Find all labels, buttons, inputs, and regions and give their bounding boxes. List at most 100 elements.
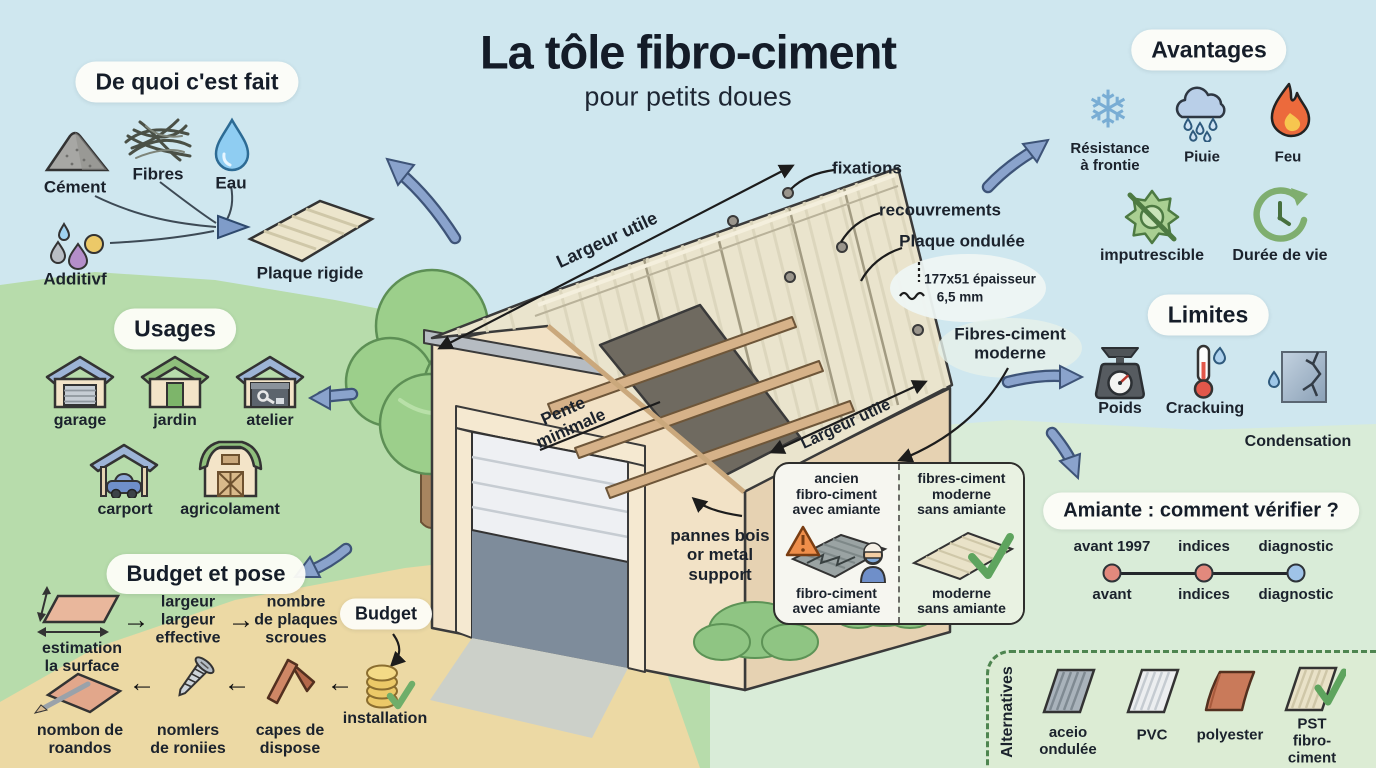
arrow-up-left: [385, 157, 416, 187]
count-step-label: nombre de plaques scroues: [254, 593, 338, 648]
overlaps-leader: [840, 211, 881, 243]
support-leader: [691, 496, 743, 518]
page-title: La tôle fibro-ciment: [479, 25, 897, 79]
rot-label: imputrescible: [1099, 246, 1205, 264]
fascia: [546, 324, 746, 494]
garage-icon: [44, 352, 116, 410]
coins-icon: [362, 660, 416, 712]
wave-glyph: [899, 291, 925, 301]
flow-arrow-1: →: [122, 604, 150, 635]
additives-icon: [42, 220, 106, 272]
flow-arrows-blue: [293, 138, 1085, 578]
old-sheet-illustration: [785, 525, 888, 583]
advantages-heading: Avantages: [1131, 29, 1287, 71]
thickness-label: 6,5 mm: [936, 289, 984, 305]
flow-arrow-4: ←: [223, 667, 251, 698]
carport-label: carport: [97, 500, 153, 518]
composition-curves: [94, 181, 234, 244]
screw-icon: [170, 653, 216, 705]
lifespan-clock-icon: [1246, 184, 1314, 250]
overlaps-label: recouvrements: [879, 200, 1001, 220]
ridge-count-icon: [32, 670, 127, 716]
garden-shed-icon: [139, 352, 211, 410]
slope-angle-line: [539, 400, 661, 452]
flow-arrow-3: ←: [326, 667, 354, 698]
page-subtitle: pour petits doues: [584, 81, 792, 112]
comparison-old-column: ancien fibro-ciment avec amiante fibro-c…: [775, 464, 898, 623]
snowflake-icon: ❄: [1086, 81, 1130, 140]
workshop-label: atelier: [246, 411, 294, 429]
rain-cloud-icon: [1168, 84, 1236, 142]
condensation-panel-icon: [1268, 348, 1332, 408]
fibres-icon: [120, 112, 195, 167]
worker-icon: [859, 542, 886, 583]
ridge-cap-icon: [260, 652, 320, 706]
width-bottom-arrow: [769, 380, 928, 454]
material-label: Fibres-ciment moderne: [954, 324, 1066, 363]
composition-heading: De quoi c'est fait: [75, 61, 299, 103]
width-step-label: largeur largeur effective: [155, 593, 221, 648]
lifespan-label: Durée de vie: [1232, 246, 1328, 264]
fibro-label: PST fibro- ciment: [1287, 715, 1337, 767]
barn-icon: [193, 438, 268, 498]
carport-icon: [88, 440, 160, 498]
water-drop-icon: [211, 116, 253, 174]
annotation-lines: [389, 164, 1009, 668]
support-label: pannes bois or metal support: [670, 525, 770, 584]
arrow-up-right: [1021, 138, 1050, 164]
rigid-sheet-label: Plaque rigide: [256, 263, 364, 283]
garage-label: garage: [53, 411, 107, 429]
garden-label: jardin: [153, 411, 197, 429]
fixations-label: fixations: [832, 158, 902, 178]
scale-icon: [1088, 342, 1152, 402]
ridge-step-label: nombon de roandos: [36, 721, 124, 757]
steel-sheet-icon: [1034, 662, 1102, 720]
timeline-top-2: indices: [1178, 538, 1230, 555]
weight-label: Poids: [1098, 399, 1142, 417]
budget-pill: Budget: [340, 598, 432, 630]
fibres-label: Fibres: [132, 164, 184, 184]
cement-label: Cément: [43, 177, 107, 197]
frost-label: Résistance à frontie: [1070, 139, 1150, 174]
flame-icon: [1261, 81, 1317, 139]
installation-label: installation: [342, 709, 428, 727]
steel-label: aceio ondulée: [1039, 723, 1097, 758]
cracking-label: Crackuing: [1165, 399, 1245, 417]
dimension-label: 177x51 épaisseur: [924, 271, 1036, 287]
comparison-old-caption: fibro-ciment avec amiante: [792, 584, 881, 617]
timeline-dot-diagnostic: [1286, 563, 1306, 583]
screws-step-label: nomlers de roniies: [150, 721, 226, 757]
timeline-top-1: avant 1997: [1073, 538, 1151, 555]
arrow-right: [1059, 364, 1085, 390]
condensation-label: Condensation: [1244, 432, 1352, 450]
additives-label: Additivf: [43, 269, 107, 289]
new-sheet-illustration: [911, 531, 1014, 580]
alternatives-heading: Alternatives: [999, 666, 1016, 758]
pvc-label: PVC: [1136, 726, 1168, 744]
comparison-new-caption: moderne sans amiante: [917, 584, 1006, 617]
check-icon: [967, 532, 1014, 579]
budget-curve-arrow: [389, 633, 407, 668]
timeline-bottom-2: indices: [1178, 586, 1230, 603]
comparison-old-title: ancien fibro-ciment avec amiante: [792, 470, 881, 518]
workshop-icon: [234, 352, 306, 410]
sheet-label: Plaque ondulée: [899, 231, 1025, 251]
timeline-dot-indices: [1194, 563, 1214, 583]
water-label: Eau: [215, 173, 247, 193]
rain-label: Piuie: [1184, 148, 1220, 166]
driveway-apron: [430, 638, 628, 738]
polyester-label: polyester: [1196, 726, 1264, 744]
timeline-bottom-3: diagnostic: [1258, 586, 1334, 603]
thermometer-icon: [1182, 342, 1230, 402]
usages-heading: Usages: [114, 308, 236, 350]
surface-estimation-icon: [34, 584, 126, 642]
rigid-sheet-icon: [240, 193, 380, 269]
timeline-bottom-1: avant: [1092, 586, 1132, 603]
fixations-leader: [790, 168, 835, 190]
sheet-leader: [860, 246, 903, 282]
surface-step-label: estimation la surface: [41, 639, 123, 675]
arrow-down-right: [1058, 452, 1082, 481]
flow-arrow-2: →: [227, 604, 255, 635]
cement-pile-icon: [42, 126, 112, 174]
